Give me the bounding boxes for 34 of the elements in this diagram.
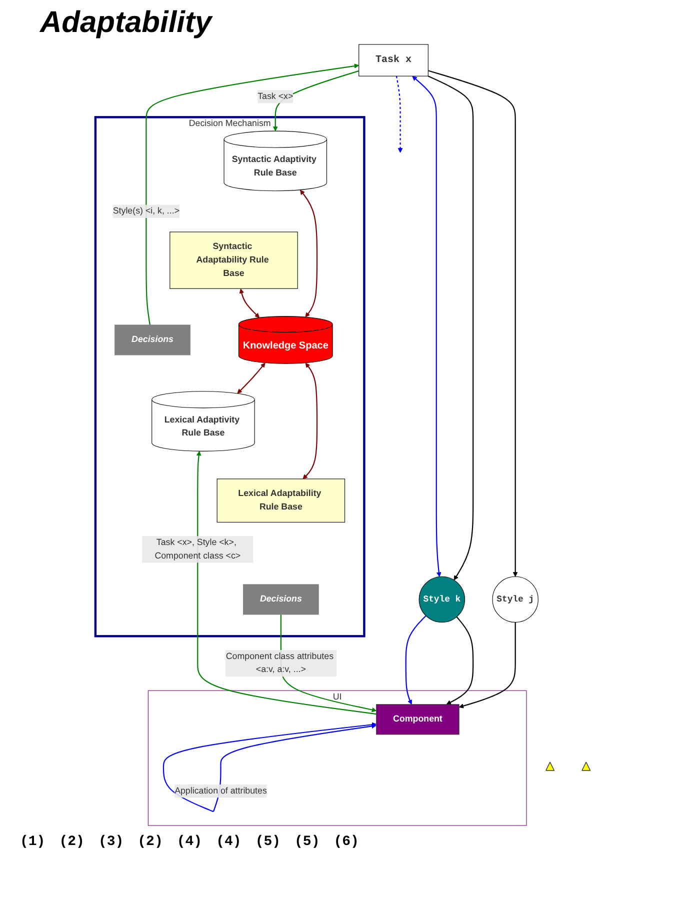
title: Adaptability (40, 6, 212, 40)
step-number: (4) (176, 834, 202, 850)
node-box: Decisions (114, 324, 191, 356)
arrow (239, 288, 260, 318)
edge-label: Task <x>, Style <k>, Component class <c> (154, 538, 241, 561)
step-number: (3) (98, 834, 124, 850)
node-circle: Style k (418, 576, 466, 623)
arrow (428, 76, 474, 580)
edge-label: Task <x> (258, 92, 294, 102)
arrow (458, 622, 516, 708)
step-number: (2) (59, 834, 84, 850)
node-box: Decisions (243, 584, 319, 615)
step-number: (5) (294, 834, 320, 850)
step-number: (6) (334, 834, 359, 850)
arrow (396, 76, 403, 153)
node-box: Task x (358, 44, 429, 76)
step-number: (5) (255, 834, 281, 850)
arrow (412, 76, 442, 577)
step-number: (4) (216, 834, 242, 850)
step-number: (2) (138, 834, 163, 850)
edge-label: Style(s) <i, k, ...> (113, 206, 180, 216)
edge-label: Component class attributes <a:v, a:v, ...> (226, 652, 334, 674)
node-circle: Style j (492, 576, 539, 623)
arrow (300, 190, 318, 318)
arrow (237, 362, 266, 394)
node-box: Component (376, 704, 460, 735)
node-box: Lexical Adaptability Rule Base (216, 478, 346, 522)
step-number: (1) (20, 834, 46, 850)
arrow (302, 362, 318, 480)
node-box: Syntactic Adaptability Rule Base (170, 232, 298, 289)
edge-label: Application of attributes (174, 786, 268, 796)
arrow (428, 70, 518, 577)
arrow (446, 616, 474, 705)
arrow (405, 615, 426, 705)
